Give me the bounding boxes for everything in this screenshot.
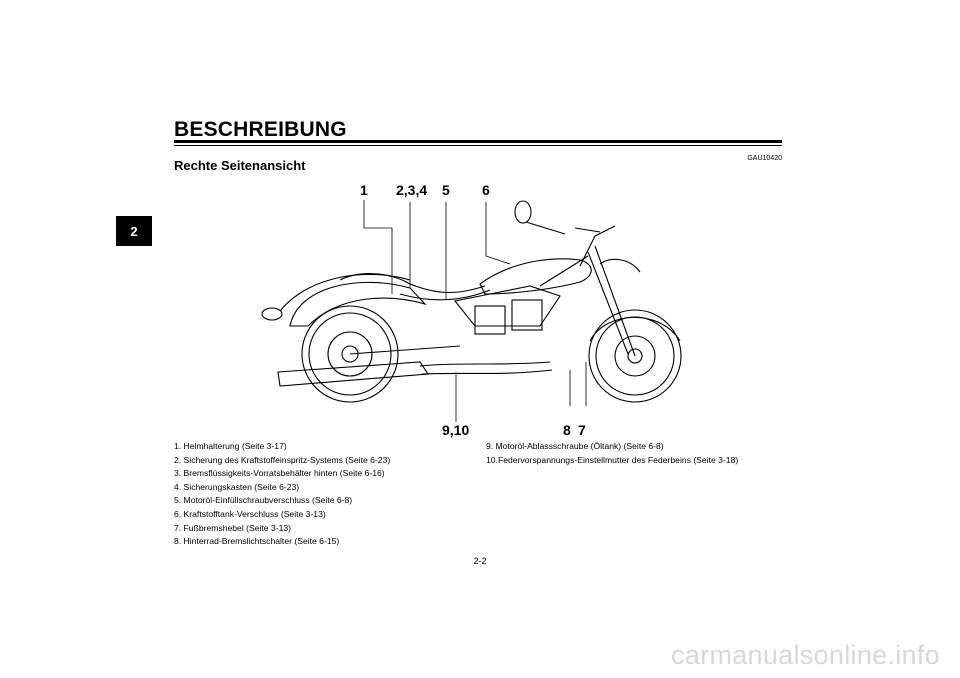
chapter-tab: 2 (116, 216, 152, 246)
callout-9-10: 9,10 (442, 422, 469, 438)
callout-5: 5 (442, 182, 450, 198)
callout-7: 7 (578, 422, 586, 438)
callout-8: 8 (563, 422, 571, 438)
legend-item: 1. Helmhalterung (Seite 3-17) (174, 441, 287, 451)
callout-1: 1 (360, 182, 368, 198)
legend-item: 9. Motoröl-Ablassschraube (Öltank) (Seit… (486, 441, 664, 451)
legend-item: 8. Hinterrad-Bremslichtschalter (Seite 6… (174, 536, 340, 547)
doc-code: GAU10420 (747, 155, 782, 162)
callout-2-3-4: 2,3,4 (396, 182, 427, 198)
motorcycle-illustration: 1 2,3,4 5 6 9,10 8 7 (261, 182, 682, 438)
legend-left: 1. Helmhalterung (Seite 3-17) 2. Sicheru… (174, 440, 474, 549)
watermark: carmanualsonline.info (671, 640, 940, 670)
legend-item: 6. Kraftstofftank-Verschluss (Seite 3-13… (174, 508, 326, 519)
title-rule-thin (174, 145, 782, 146)
legend-item: 10.Federvorspannungs-Einstellmutter des … (486, 454, 739, 465)
legend-item: 7. Fußbremshebel (Seite 3-13) (174, 522, 292, 533)
legend-item: 4. Sicherungskasten (Seite 6-23) (174, 481, 300, 492)
legend-right: 9. Motoröl-Ablassschraube (Öltank) (Seit… (486, 440, 786, 467)
title-rule (174, 140, 782, 143)
callout-6: 6 (482, 182, 490, 198)
legend-item: 2. Sicherung des Kraftstoffeinspritz-Sys… (174, 454, 391, 465)
section-subtitle: Rechte Seitenansicht (174, 158, 306, 173)
legend-item: 5. Motoröl-Einfüllschraubverschluss (Sei… (174, 495, 353, 506)
page-number: 2-2 (473, 556, 487, 566)
page-title: BESCHREIBUNG (174, 118, 347, 141)
legend-item: 3. Bremsflüssigkeits-Vorratsbehälter hin… (174, 468, 385, 479)
